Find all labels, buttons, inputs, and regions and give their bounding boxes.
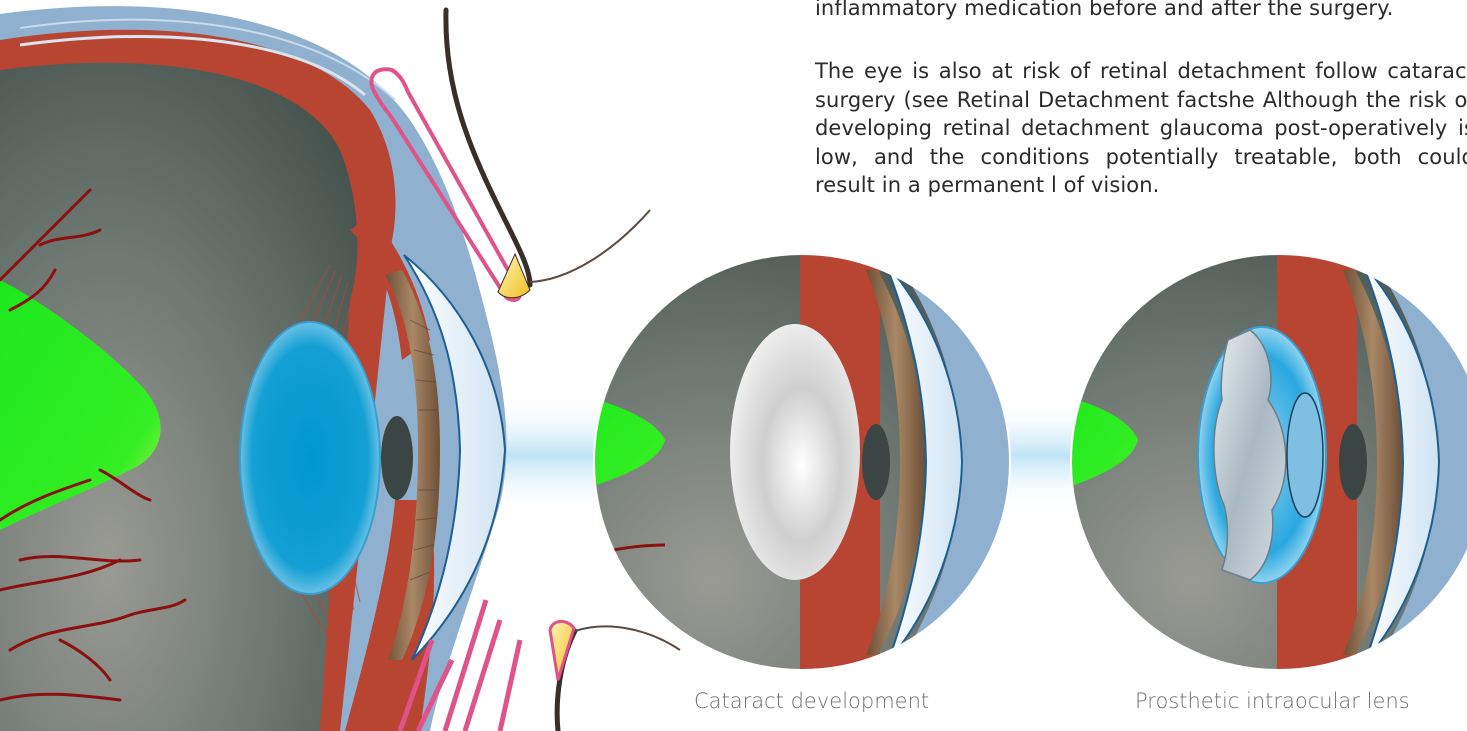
cataract-eye-inset (580, 240, 1020, 690)
caption-cataract: Cataract development (694, 689, 929, 713)
iol-eye-inset (1060, 240, 1467, 690)
paragraph-top: inflammatory medication before and after… (815, 0, 1467, 23)
natural-lens (240, 322, 380, 594)
ligament-lower (550, 621, 574, 680)
caption-iol: Prosthetic intraocular lens (1135, 689, 1410, 713)
paragraph-main: The eye is also at risk of retinal detac… (815, 57, 1467, 200)
eye-cross-section (0, 6, 680, 731)
cloudy-lens (730, 324, 860, 580)
